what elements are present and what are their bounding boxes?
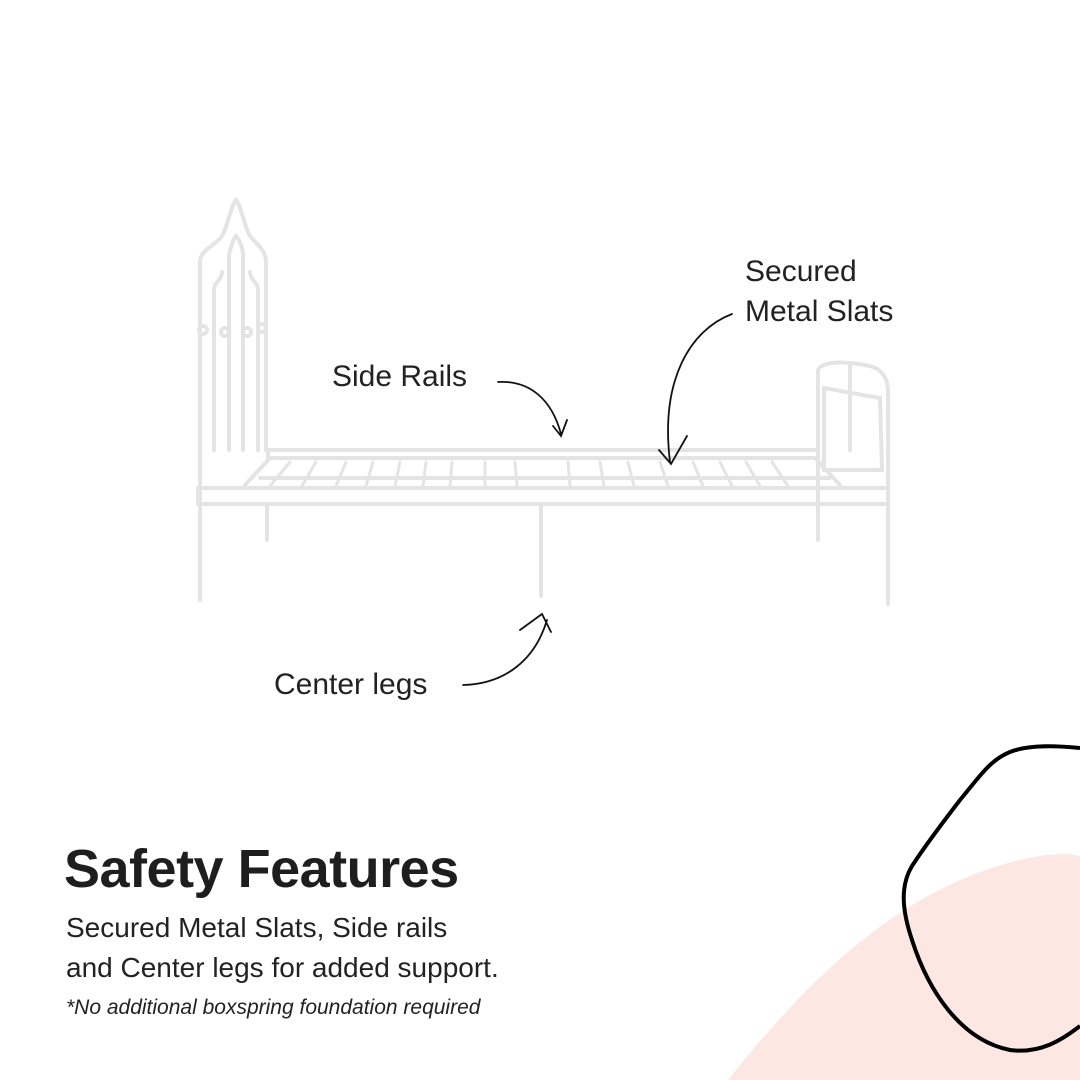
callout-secured-slats-line2: Metal Slats <box>745 295 894 328</box>
secured-slats-arrow <box>658 313 733 466</box>
pink-blob <box>728 854 1080 1080</box>
black-outline-blob <box>901 744 1080 1053</box>
callout-side-rails: Side Rails <box>332 360 468 393</box>
callout-center-legs: Center legs <box>274 668 428 701</box>
center-legs-arrow <box>462 612 552 686</box>
description-line-2: and Center legs for added support. <box>66 952 499 983</box>
side-rails-arrow <box>497 381 568 438</box>
page-title: Safety Features <box>64 839 459 899</box>
callout-secured-slats-line1: Secured <box>745 255 857 288</box>
footnote: *No additional boxspring foundation requ… <box>66 996 481 1019</box>
description-line-1: Secured Metal Slats, Side rails <box>66 912 448 943</box>
